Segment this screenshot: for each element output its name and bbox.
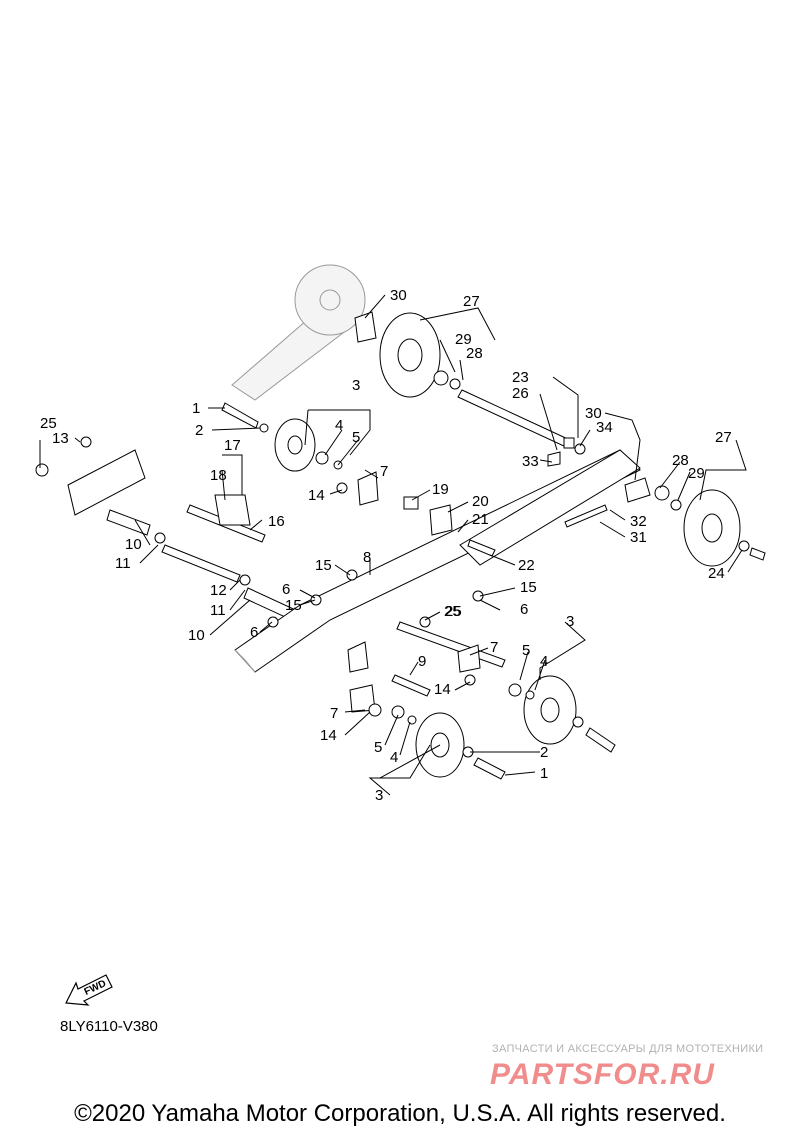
callout: 15 [285,597,302,614]
callout: 24 [708,565,725,582]
callout: 20 [472,493,489,510]
fwd-arrow-icon: FWD [65,974,113,1006]
callout: 5 [352,429,360,446]
callout: 10 [188,627,205,644]
callout: 2 [195,422,203,439]
callout: 11 [210,602,226,619]
callout: 1 [540,765,548,782]
callout: 5 [374,739,382,756]
callout: 28 [672,452,689,469]
rear-idler-wheel-upper [354,311,461,398]
callout: 25 [444,603,461,620]
callout: 25 [445,603,462,620]
callout: 32 [630,513,647,530]
callout: 4 [335,417,343,434]
callout: 14 [434,681,451,698]
callout: 7 [380,463,388,480]
copyright-notice: ©2020 Yamaha Motor Corporation, U.S.A. A… [74,1100,726,1127]
left-front-rail [35,436,146,516]
callout: 11 [115,555,131,572]
watermark-logo: PARTSFOR.RU [490,1058,715,1091]
callout: 6 [282,581,290,598]
callout: 7 [490,639,498,656]
callout: 22 [518,557,535,574]
callout: 19 [432,481,449,498]
callout: 15 [520,579,537,596]
callout: 25 [40,415,57,432]
callout: 9 [418,653,426,670]
callout: 13 [52,430,69,447]
callout: 29 [455,331,472,348]
callout: 18 [210,467,227,484]
callout-numbers: 30 27 29 28 23 26 1 3 2 4 5 25 13 17 18 … [40,287,732,804]
callout: 30 [390,287,407,304]
callout: 3 [352,377,360,394]
lower-wheels [347,621,616,780]
callout: 31 [630,529,647,546]
callout: 12 [210,582,227,599]
upper-left-wheel [221,402,343,472]
callout: 14 [320,727,337,744]
rear-axle [457,389,586,455]
callout: 30 [585,405,602,422]
callout: 33 [522,453,539,470]
upper-rail-ghost [231,264,366,401]
right-upper-rail [459,449,766,567]
callout: 3 [566,613,574,630]
callout: 1 [192,400,200,417]
callout: 16 [268,513,285,530]
callout: 4 [540,653,548,670]
callout: 4 [390,749,398,766]
diagram-code: 8LY6110-V380 [60,1018,158,1035]
cross-shafts [106,494,301,623]
callout: 2 [540,744,548,761]
callout: 27 [715,429,732,446]
callout: 14 [308,487,325,504]
callout: 34 [596,419,613,436]
callout: 6 [520,601,528,618]
callout: 17 [224,437,241,454]
callout: 28 [466,345,483,362]
watermark-caption: ЗАПЧАСТИ И АКСЕССУАРЫ ДЛЯ МОТОТЕХНИКИ [492,1043,764,1055]
callout: 15 [315,557,332,574]
middle-parts [267,451,561,628]
callout: 7 [330,705,338,722]
callout: 23 [512,369,529,386]
callout: 21 [472,511,489,528]
callout: 10 [125,536,142,553]
callout: 5 [522,642,530,659]
callout: 27 [463,293,480,310]
callout: 29 [688,465,705,482]
callout: 3 [375,787,383,804]
leader-lines [39,294,747,796]
callout: 6 [250,624,258,641]
callout: 26 [512,385,529,402]
callout: 8 [363,549,371,566]
